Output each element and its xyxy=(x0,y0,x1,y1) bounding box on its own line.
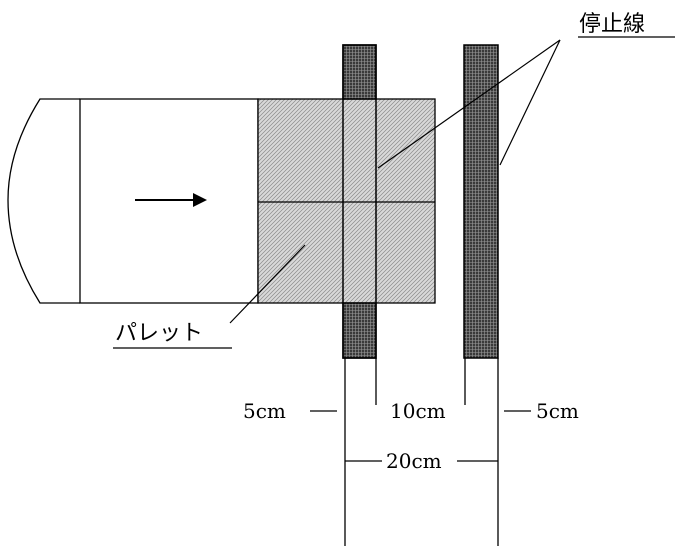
vehicle xyxy=(7,98,259,304)
dim-total-label: 20cm xyxy=(386,449,442,473)
dim-middle-label: 10cm xyxy=(390,399,446,423)
stop-line-callout xyxy=(377,39,561,169)
dimension-guides xyxy=(310,358,531,546)
stop-line-2 xyxy=(463,44,499,359)
pallet-label: パレット xyxy=(115,321,203,346)
stop-line-1-bottom xyxy=(342,302,377,359)
stop-line-label: 停止線 xyxy=(579,12,645,37)
stop-line-1-top xyxy=(342,44,377,100)
dim-left-label: 5cm xyxy=(243,399,286,423)
pallet-label-group: パレット xyxy=(113,244,306,349)
arrow-right-icon xyxy=(135,193,207,207)
stop-line-1-outline xyxy=(342,44,377,359)
stop-line-1 xyxy=(342,44,377,359)
pallet-callout xyxy=(229,244,306,324)
pallet xyxy=(257,98,436,304)
vehicle-front-curve xyxy=(7,98,80,304)
dim-right-label: 5cm xyxy=(536,399,579,423)
stop-line-label-group: 停止線 xyxy=(578,12,675,38)
